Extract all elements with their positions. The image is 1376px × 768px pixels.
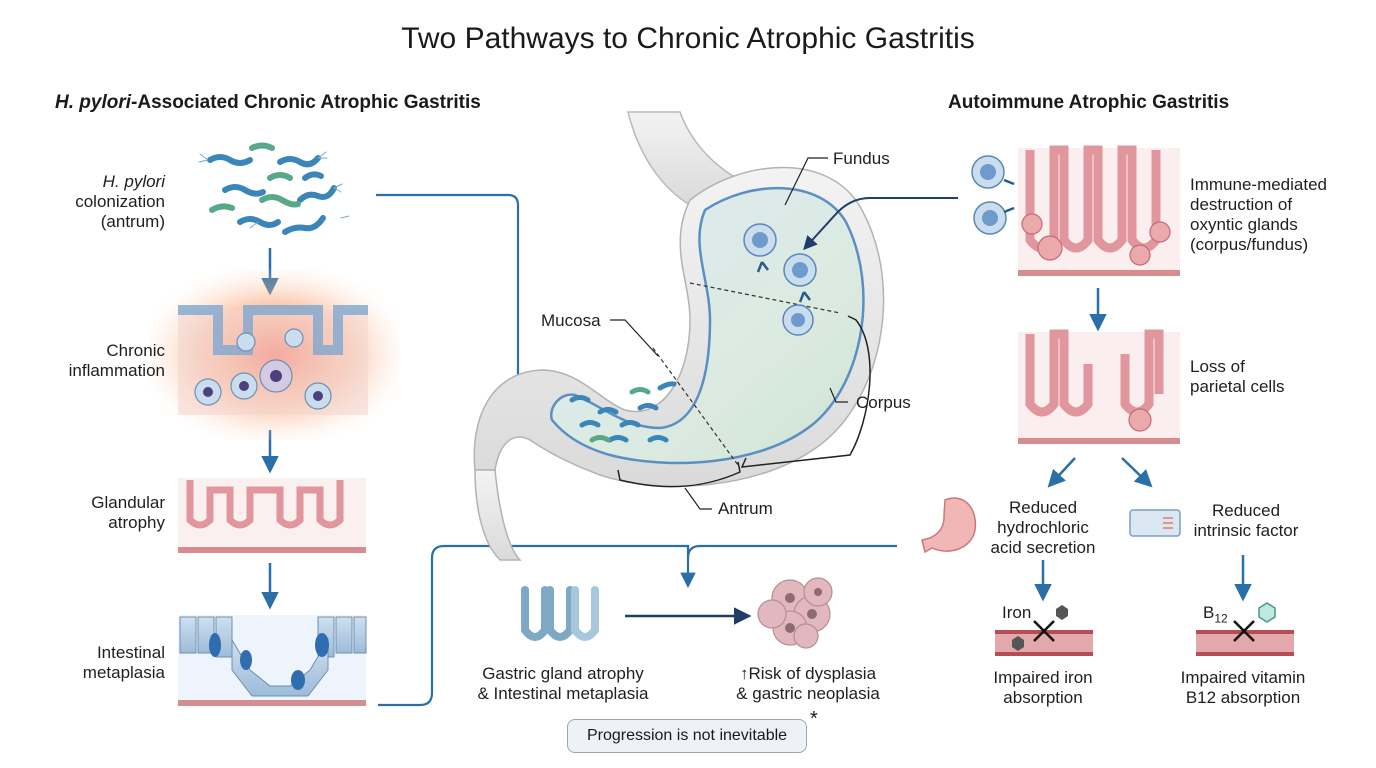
reduced-acid-label: Reduced hydrochloric acid secretion [990, 498, 1096, 557]
neoplasia-cell-cluster-illustration [757, 577, 833, 649]
step-parietal-loss-label: Loss of parietal cells [1190, 357, 1285, 396]
progression-note-asterisk: * [810, 708, 818, 730]
b12-letter: B [1203, 603, 1215, 622]
corpus-label: Corpus [856, 393, 911, 412]
iron-absorption-blocked-icon [995, 605, 1093, 656]
b12-subscript: 12 [1214, 611, 1228, 626]
connector-autoimmune-to-fundus [803, 197, 958, 251]
inflamed-mucosa-illustration [150, 270, 400, 440]
iron-label: Iron [1002, 603, 1032, 622]
b12-absorption-blocked-icon [1196, 602, 1294, 656]
h-pylori-bacteria-icon [198, 142, 350, 235]
step-colonization-italic: H. pylori [102, 172, 165, 191]
mucosa-label: Mucosa [541, 311, 601, 330]
connector-acid-to-outcome [686, 544, 897, 559]
autoimmune-glands-illustration [971, 145, 1180, 276]
fundus-label: Fundus [833, 149, 890, 168]
gland-atrophy-metaplasia-label: Gastric gland atrophy & Intestinal metap… [477, 664, 649, 703]
risk-neoplasia-label: ↑Risk of dysplasia & gastric neoplasia [736, 664, 880, 703]
progression-note-box: Progression is not inevitable [567, 719, 807, 753]
glandular-atrophy-illustration [178, 478, 366, 553]
step-colonization-text: colonization (antrum) [75, 192, 165, 231]
left-heading-rest: -Associated Chronic Atrophic Gastritis [131, 92, 481, 113]
intestinal-metaplasia-illustration [178, 615, 367, 706]
right-pathway-heading: Autoimmune Atrophic Gastritis [948, 92, 1230, 113]
step-metaplasia-label: Intestinal metaplasia [82, 643, 165, 682]
gastric-gland-illustration [521, 586, 599, 641]
left-pathway-heading: H. pylori-Associated Chronic Atrophic Ga… [55, 92, 481, 114]
step-immune-destruction-label: Immune-mediated destruction of oxyntic g… [1190, 175, 1328, 254]
impaired-iron-label: Impaired iron absorption [993, 668, 1093, 707]
stomach-label-leaders [610, 157, 848, 510]
stomach-icon [921, 497, 977, 554]
antrum-label: Antrum [718, 499, 773, 518]
page-title: Two Pathways to Chronic Atrophic Gastrit… [401, 22, 975, 55]
impaired-b12-label: Impaired vitamin B12 absorption [1180, 668, 1306, 707]
parietal-loss-illustration [1018, 329, 1180, 444]
b12-label: B12 [1203, 603, 1228, 628]
connector-colonization-to-antrum [376, 193, 559, 403]
step-inflammation-label: Chronic inflammation [68, 341, 165, 380]
stomach-illustration [473, 111, 885, 561]
reduced-intrinsic-factor-label: Reduced intrinsic factor [1193, 501, 1299, 540]
step-atrophy-label: Glandular atrophy [91, 493, 165, 532]
step-colonization-label: H. pylori colonization (antrum) [75, 172, 165, 232]
autoimmune-branch-arrows [1034, 457, 1252, 602]
left-heading-italic: H. pylori [55, 92, 132, 113]
intrinsic-factor-icon [1129, 509, 1181, 537]
connector-metaplasia-to-outcome [378, 544, 696, 707]
